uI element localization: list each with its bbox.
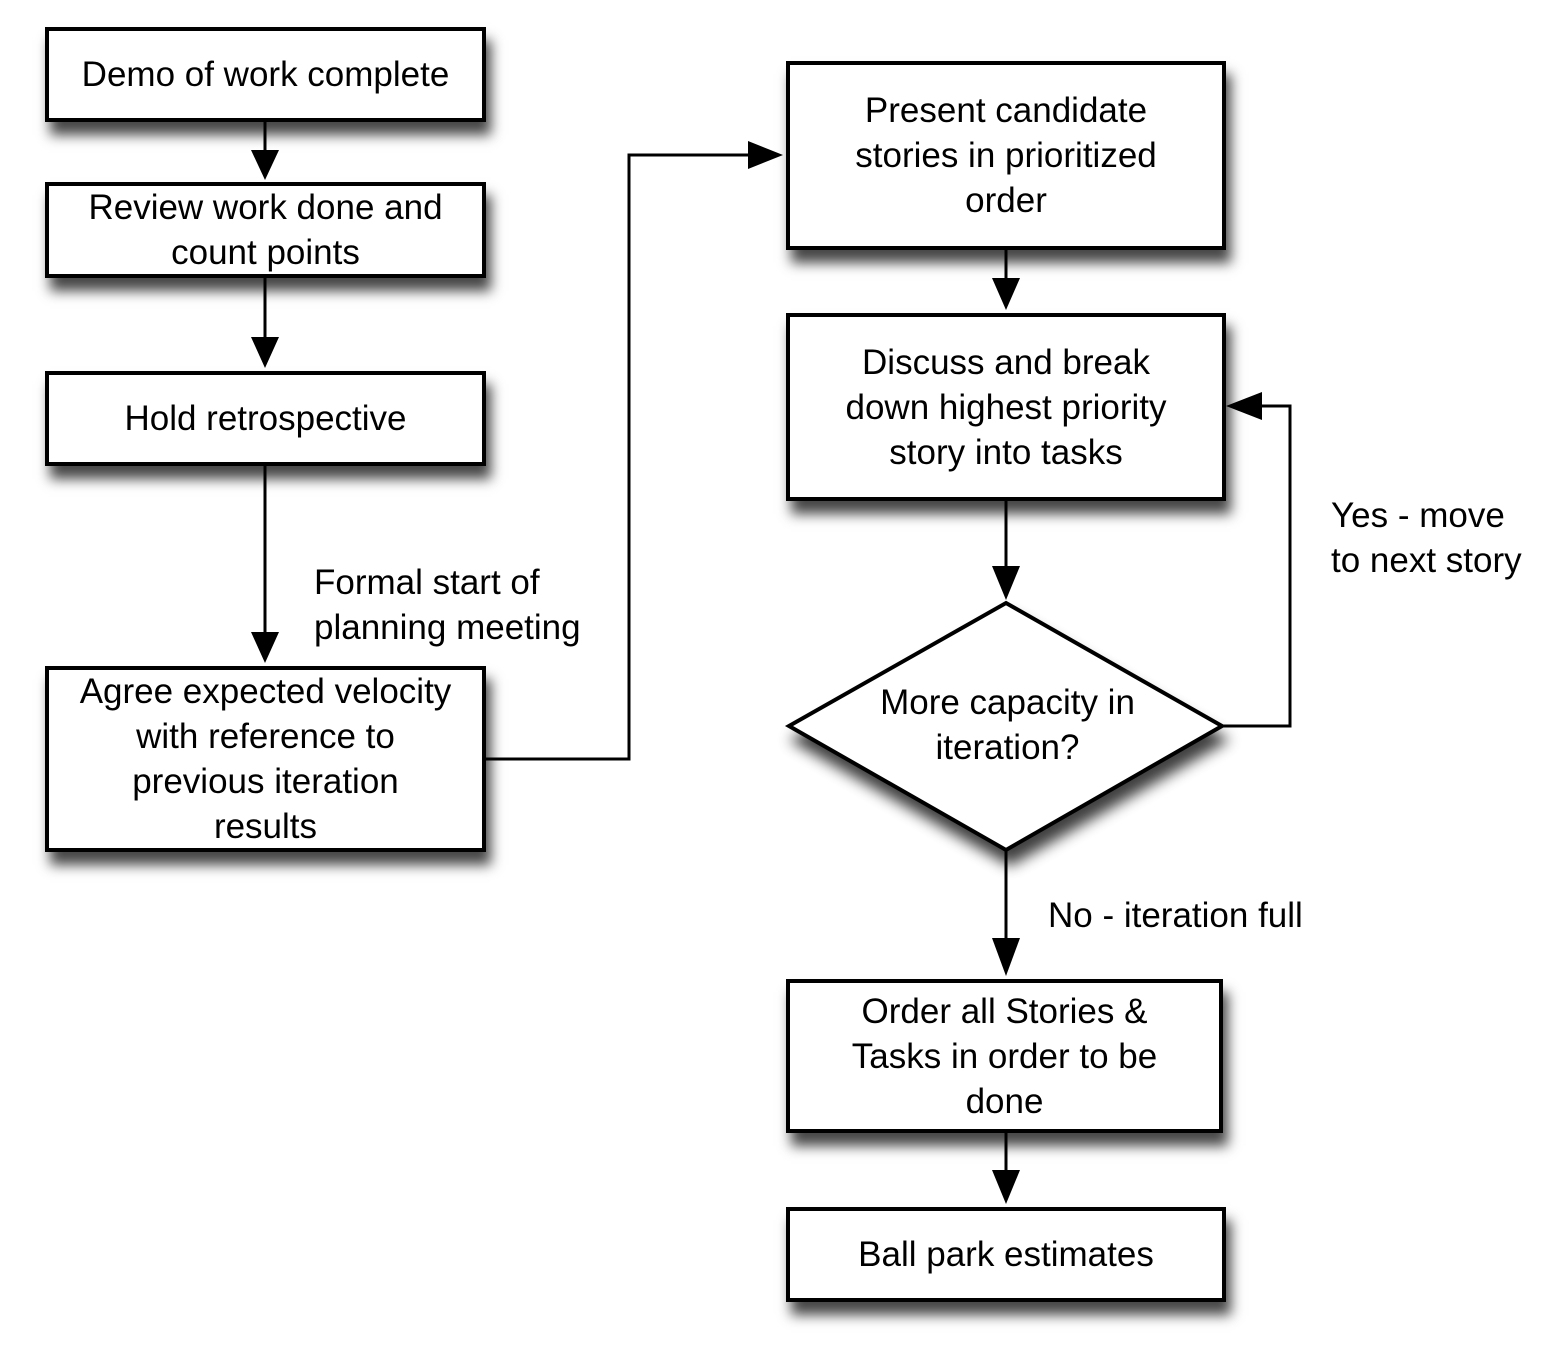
decision-diamond [784, 600, 1227, 853]
node-agree-velocity: Agree expected velocity with reference t… [45, 666, 486, 852]
arrowhead-discuss-to-decision [992, 566, 1020, 600]
node-discuss-label: Discuss and break down highest priority … [845, 342, 1167, 472]
node-review-work: Review work done and count points [45, 182, 486, 278]
edge-label-no: No - iteration full [1048, 896, 1303, 935]
node-order-stories-tasks: Order all Stories & Tasks in order to be… [786, 979, 1223, 1133]
node-ball-park-estimates: Ball park estimates [786, 1207, 1226, 1302]
node-review-label: Review work done and count points [88, 188, 443, 272]
node-present-label: Present candidate stories in prioritized… [855, 91, 1157, 220]
arrow-velocity-to-present [485, 153, 755, 761]
arrowhead-order-to-ballpark [992, 1170, 1020, 1204]
arrowhead-no-to-order [992, 938, 1020, 976]
node-demo-label: Demo of work complete [81, 55, 450, 94]
arrowhead-velocity-to-present [748, 141, 783, 169]
node-ballpark-label: Ball park estimates [858, 1235, 1154, 1274]
arrowhead-present-to-discuss [992, 278, 1020, 310]
arrowhead-demo-to-review [251, 150, 279, 180]
node-demo-work-complete: Demo of work complete [45, 27, 486, 122]
node-order-label: Order all Stories & Tasks in order to be… [851, 991, 1158, 1121]
arrowhead-review-to-retro [251, 337, 279, 368]
node-present-candidate-stories: Present candidate stories in prioritized… [786, 61, 1226, 250]
node-discuss-break-down: Discuss and break down highest priority … [786, 313, 1226, 501]
edge-label-yes: Yes - move to next story [1331, 496, 1522, 580]
node-velocity-label: Agree expected velocity with reference t… [79, 672, 452, 846]
node-hold-retrospective: Hold retrospective [45, 371, 486, 466]
decision-label: More capacity in iteration? [880, 683, 1135, 767]
edge-label-formal-start: Formal start of planning meeting [314, 563, 581, 647]
node-retro-label: Hold retrospective [124, 399, 407, 438]
arrowhead-yes-loop [1226, 392, 1262, 420]
arrow-yes-loop [1222, 404, 1292, 728]
arrowhead-retro-to-velocity [251, 632, 279, 663]
